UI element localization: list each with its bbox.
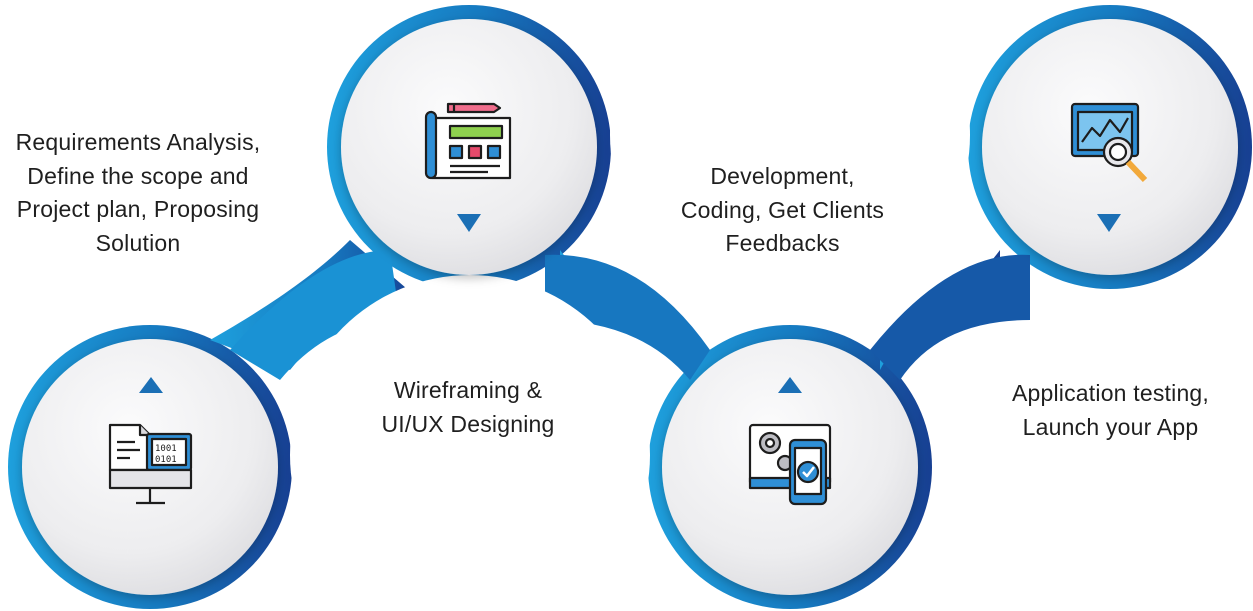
step-1-description: Requirements Analysis, Define the scope … (0, 126, 288, 260)
arrow-down-icon (457, 214, 481, 232)
step-3-description: Development, Coding, Get Clients Feedbac… (640, 160, 925, 261)
step-1-line-3: Project plan, Proposing (16, 196, 260, 222)
arrow-up-icon (139, 377, 163, 393)
step-1-line-4: Solution (95, 229, 181, 256)
analytics-search-icon (1070, 102, 1148, 183)
step-4-line-2: Launch your App (1022, 413, 1199, 440)
svg-text:1001: 1001 (155, 444, 177, 454)
arrow-down-icon (1097, 214, 1121, 232)
step-4-description: Application testing, Launch your App (968, 377, 1253, 444)
mobile-development-gear-icon (748, 423, 832, 506)
step-2-line-2: UI/UX Designing (381, 410, 555, 437)
binary-document-monitor-icon: 1001 0101 (108, 423, 193, 505)
step-2-description: Wireframing & UI/UX Designing (338, 374, 598, 441)
step-2-line-1: Wireframing & (393, 377, 543, 403)
step-4-line-1: Application testing, (1011, 380, 1210, 406)
blueprint-wireframe-icon (424, 102, 512, 180)
step-1-line-2: Define the scope and (27, 162, 249, 189)
step-3-line-1: Development, (710, 163, 855, 189)
inner-curve-top (610, 0, 970, 315)
arrow-up-icon (778, 377, 802, 393)
step-3-line-2: Coding, Get Clients (680, 196, 885, 223)
svg-text:0101: 0101 (155, 455, 177, 465)
step-1-line-1: Requirements Analysis, (15, 129, 261, 155)
inner-curve-bottom (290, 275, 650, 611)
step-3-line-3: Feedbacks (725, 230, 840, 256)
